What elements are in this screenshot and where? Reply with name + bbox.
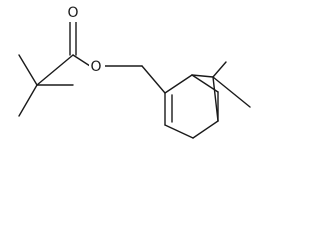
carbonyl-oxygen-bg	[65, 6, 81, 22]
carbonyl-oxygen-label: O	[67, 5, 78, 21]
bond-ring-c2-c1	[164, 74, 193, 94]
bond-ring-c4-c5	[192, 120, 219, 139]
bond-ring-c1-c7	[191, 74, 214, 78]
bond-ring-c1-c6	[191, 74, 219, 93]
bond-c7-methyl-a	[212, 61, 227, 78]
ester-oxygen-bg	[89, 59, 105, 75]
bond-ethyl-ch3	[18, 84, 38, 117]
bond-ch2-ring	[141, 65, 166, 94]
bond-alpha-carbonyl	[36, 54, 74, 86]
chemical-structure: O O	[18, 5, 251, 139]
bond-carbonyl-ester-o	[72, 54, 91, 67]
bond-ring-c7-c5	[212, 76, 219, 122]
ester-oxygen-label: O	[90, 59, 101, 75]
bond-c7-methyl-b	[212, 76, 251, 108]
bond-ring-c3-c4	[164, 124, 194, 139]
bond-alpha-methyl	[18, 54, 38, 86]
